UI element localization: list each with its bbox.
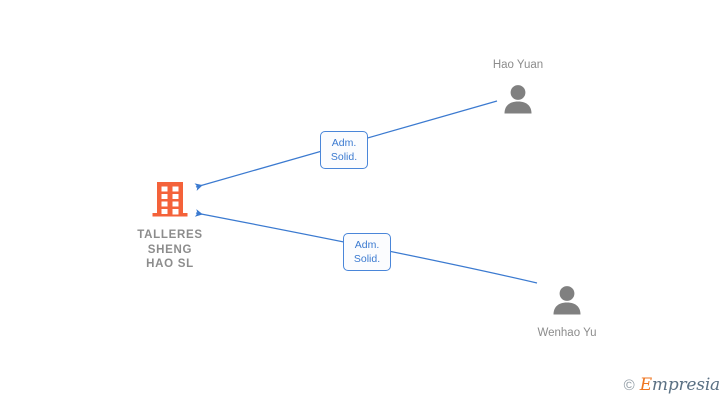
person-name-label: Hao Yuan — [492, 59, 544, 71]
node-company[interactable]: TALLERES SHENG HAO SL — [118, 180, 222, 272]
person-icon — [504, 85, 532, 114]
edge-label-line2: Solid. — [353, 253, 381, 265]
person-icon — [553, 286, 581, 315]
watermark: © Empresia — [623, 375, 721, 395]
edge-label-line2: Solid. — [330, 151, 358, 163]
brand-rest: mpresia — [651, 375, 720, 395]
edge-label-line1: Adm. — [354, 239, 380, 251]
edge-label-line1: Adm. — [331, 137, 357, 149]
company-name-label: TALLERES SHENG HAO SL — [137, 229, 203, 270]
person-name-label: Wenhao Yu — [537, 327, 597, 339]
node-person-wenhao-yu[interactable]: Wenhao Yu — [512, 285, 622, 340]
brand-initial: E — [639, 375, 652, 395]
building-icon — [152, 182, 188, 217]
copyright-icon: © — [623, 377, 635, 394]
brand-logo-text: Empresia — [639, 375, 721, 395]
edge-label-adm-solid[interactable]: Adm. Solid. — [320, 131, 368, 169]
edge-line-wenhao-yu — [194, 209, 538, 284]
node-person-hao-yuan[interactable]: Hao Yuan — [463, 58, 573, 114]
edge-label-adm-solid[interactable]: Adm. Solid. — [343, 233, 391, 271]
